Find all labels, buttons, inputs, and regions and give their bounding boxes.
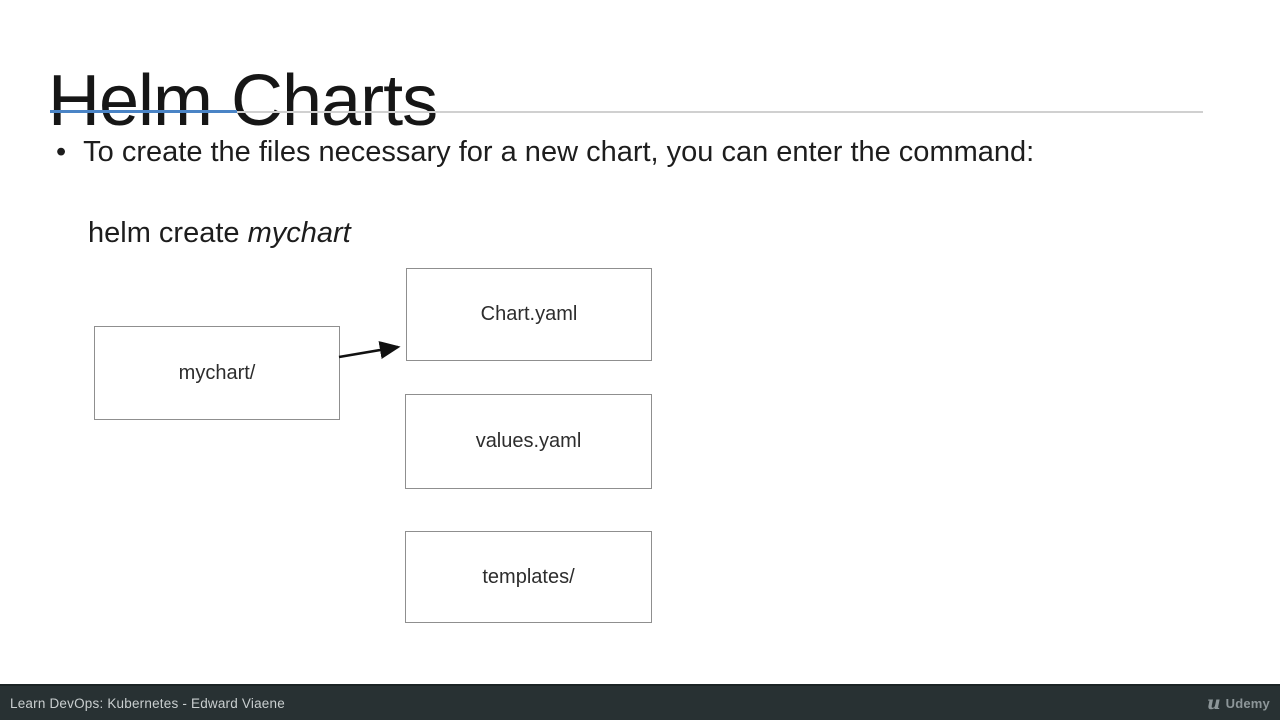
udemy-brand-name: Udemy (1225, 695, 1270, 711)
bullet-dot-icon: • (56, 136, 67, 168)
diagram-box-chart-yaml: Chart.yaml (406, 268, 652, 361)
diagram-box-mychart-label: mychart/ (178, 361, 256, 384)
footer-course-title: Learn DevOps: Kubernetes - Edward Viaene (10, 695, 285, 711)
title-underline-divider (237, 110, 1203, 113)
command-argument: mychart (247, 217, 351, 249)
diagram-box-chart-yaml-label: Chart.yaml (480, 303, 578, 325)
diagram-box-templates: templates/ (405, 531, 652, 623)
command-line: helm create mychart (88, 217, 351, 250)
diagram-box-mychart: mychart/ (94, 326, 340, 420)
diagram-box-values-yaml: values.yaml (405, 394, 652, 489)
diagram-box-templates-label: templates/ (482, 565, 575, 588)
command-prefix: helm create (88, 217, 248, 249)
diagram-box-values-yaml-label: values.yaml (475, 430, 582, 452)
bullet-text: To create the files necessary for a new … (83, 136, 1035, 168)
slide-title: Helm Charts (48, 61, 438, 142)
bullet-item: • To create the files necessary for a ne… (56, 136, 1034, 169)
udemy-brand: u Udemy (1207, 686, 1270, 720)
title-underline (50, 110, 1203, 113)
footer-bar: Learn DevOps: Kubernetes - Edward Viaene… (0, 684, 1280, 720)
udemy-logo-icon: u (1206, 691, 1221, 714)
title-underline-accent (50, 110, 237, 113)
arrow-connector-icon (338, 341, 401, 360)
